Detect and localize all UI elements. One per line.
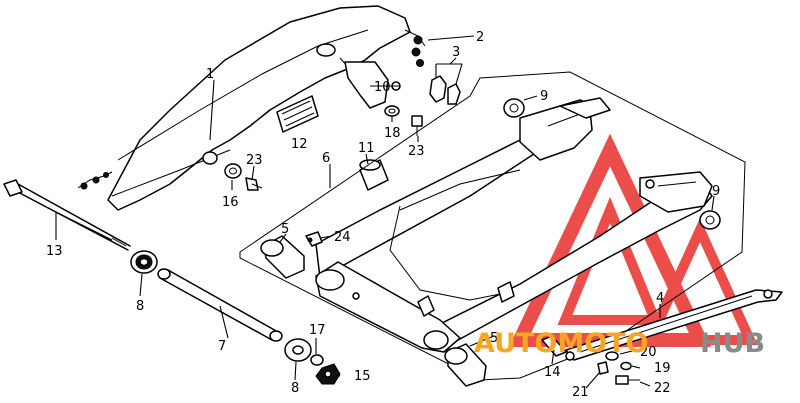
callout-3: 3: [452, 45, 460, 60]
callout-18: 18: [384, 126, 401, 141]
callout-11: 11: [358, 141, 375, 156]
callout-1: 1: [206, 67, 214, 82]
callout-23-left: 23: [246, 153, 263, 168]
callout-9-upper: 9: [540, 89, 548, 104]
callout-13: 13: [46, 244, 63, 259]
pin-14: [541, 335, 567, 357]
callout-2: 2: [476, 30, 484, 45]
washer-and-bolt-right: [384, 105, 423, 136]
bushing-9-lower: [699, 210, 721, 230]
callout-8-left: 8: [136, 299, 144, 314]
callout-4: 4: [656, 291, 664, 306]
collar-5-left: [260, 235, 305, 279]
chain-case: [77, 5, 426, 211]
swing-arm: [315, 97, 713, 353]
callout-labels: 1 2 3 4 5 5 6 7 8 8 9 9 10 11 12 13 14 1…: [46, 30, 720, 400]
callout-15: 15: [354, 369, 371, 384]
swing-arm-outline-box: [239, 71, 746, 381]
collar-5-right: [444, 343, 487, 387]
callout-10: 10: [374, 80, 391, 95]
bushing-9-upper: [503, 98, 525, 118]
bolt-22: [615, 375, 640, 385]
callout-23-right: 23: [408, 144, 425, 159]
pivot-collar-11: [359, 159, 389, 191]
callout-22: 22: [654, 381, 671, 396]
callout-9-lower: 9: [712, 184, 720, 199]
collar-and-bolt-left: [224, 163, 263, 191]
washer-19: [620, 361, 632, 371]
callout-6: 6: [322, 151, 330, 166]
watermark-text: AUTOMOTO HUB: [474, 328, 765, 359]
bearing-8-left: [130, 250, 158, 274]
watermark-text-gray: HUB: [700, 328, 765, 359]
chain-case-hardware: [391, 35, 461, 105]
callout-19: 19: [654, 361, 671, 376]
torque-link: [565, 289, 783, 361]
callout-7: 7: [218, 339, 226, 354]
callout-17: 17: [309, 323, 326, 338]
nut-21: [597, 361, 609, 375]
callout-5-right: 5: [490, 331, 498, 346]
callout-5-left: 5: [281, 222, 289, 237]
watermark-text-orange: AUTOMOTO: [474, 328, 649, 359]
leader-lines: [55, 35, 715, 389]
grease-fitting: [305, 231, 323, 247]
washer-20: [605, 351, 619, 361]
label-plate: [276, 95, 319, 133]
nut-15: [315, 363, 341, 385]
callout-21: 21: [572, 385, 589, 400]
bearing-8-right: [284, 338, 312, 362]
callout-20: 20: [640, 345, 657, 360]
washer-17: [310, 354, 324, 366]
callout-24: 24: [334, 230, 351, 245]
callout-8-right: 8: [291, 381, 299, 396]
callout-14: 14: [544, 365, 561, 380]
callout-12: 12: [291, 137, 308, 152]
callout-16: 16: [222, 195, 239, 210]
pivot-shaft: [157, 268, 283, 342]
